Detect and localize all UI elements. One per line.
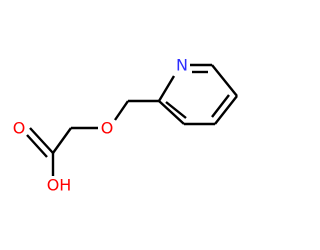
bond-c4-c5	[214, 95, 238, 125]
bond-ch2-carboxyl	[52, 127, 72, 154]
carbonyl-oxygen-label: O	[13, 119, 26, 138]
hydroxyl-label: OH	[47, 176, 72, 195]
pyridine-ring	[157, 63, 238, 126]
side-chain	[26, 99, 159, 176]
nitrogen-label: N	[176, 56, 188, 75]
bond-c2-c3-inner	[165, 101, 187, 119]
atom-labels: N O O OH	[13, 56, 188, 195]
ether-oxygen-label: O	[101, 119, 114, 138]
bond-c5-c6	[211, 64, 238, 97]
bond-c2-c3	[158, 100, 185, 125]
bond-c4-c5-inner	[211, 94, 230, 118]
bond-n-c2	[157, 75, 176, 102]
bond-c-o-double-inner	[26, 134, 48, 158]
bond-c-o-double	[29, 127, 54, 154]
molecule-structure: N O O OH	[13, 56, 238, 195]
bond-ch2-o	[114, 100, 129, 121]
structure-canvas: N O O OH	[12, 55, 238, 195]
